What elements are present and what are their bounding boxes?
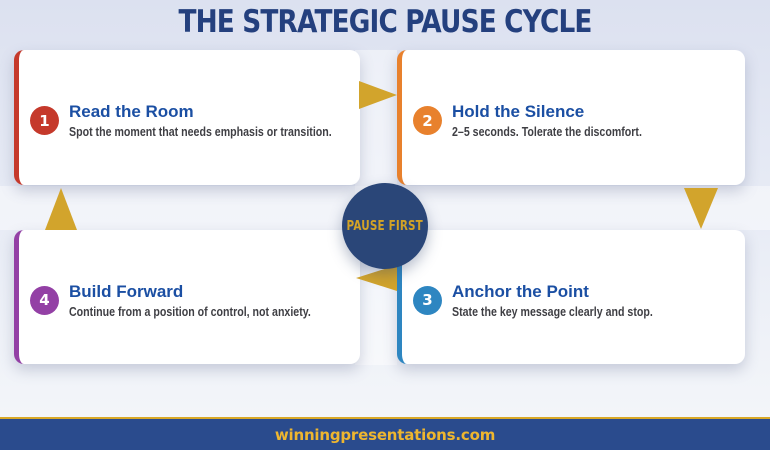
step-description: 2–5 seconds. Tolerate the discomfort. [452,125,642,139]
step-number: 1 [39,111,50,130]
step-number: 4 [39,291,50,309]
footer-gold-rule [0,417,770,419]
arrow-up-icon [45,188,77,230]
step-number: 2 [422,111,433,130]
step-description: Continue from a position of control, not… [69,304,311,319]
step-title: Hold the Silence [452,102,585,121]
step-number-badge: 3 [413,285,442,315]
center-pause-label: PAUSE FIRST [346,218,424,234]
step-card-build-forward: 4 Build Forward Continue from a position… [14,230,360,364]
step-title: Read the Room [69,102,194,121]
step-card-read-the-room: 1 Read the Room Spot the moment that nee… [14,50,360,185]
step-number-badge: 1 [30,106,59,135]
footer-website-text: winningpresentations.com [274,425,496,444]
center-pause-badge: PAUSE FIRST [342,183,428,269]
step-number: 3 [422,291,433,309]
step-title: Anchor the Point [452,281,589,301]
footer-bar: winningpresentations.com [0,419,770,450]
step-card-hold-the-silence: 2 Hold the Silence 2–5 seconds. Tolerate… [397,50,745,185]
step-card-anchor-the-point: 3 Anchor the Point State the key message… [397,230,745,364]
step-description: Spot the moment that needs emphasis or t… [69,125,332,139]
arrow-right-icon [359,81,397,109]
step-number-badge: 2 [413,106,442,135]
page-title: THE STRATEGIC PAUSE CYCLE [178,4,592,40]
arrow-left-icon [356,265,397,291]
step-number-badge: 4 [30,285,59,315]
arrow-down-icon [684,188,718,229]
step-description: State the key message clearly and stop. [452,304,653,319]
step-title: Build Forward [69,281,184,301]
